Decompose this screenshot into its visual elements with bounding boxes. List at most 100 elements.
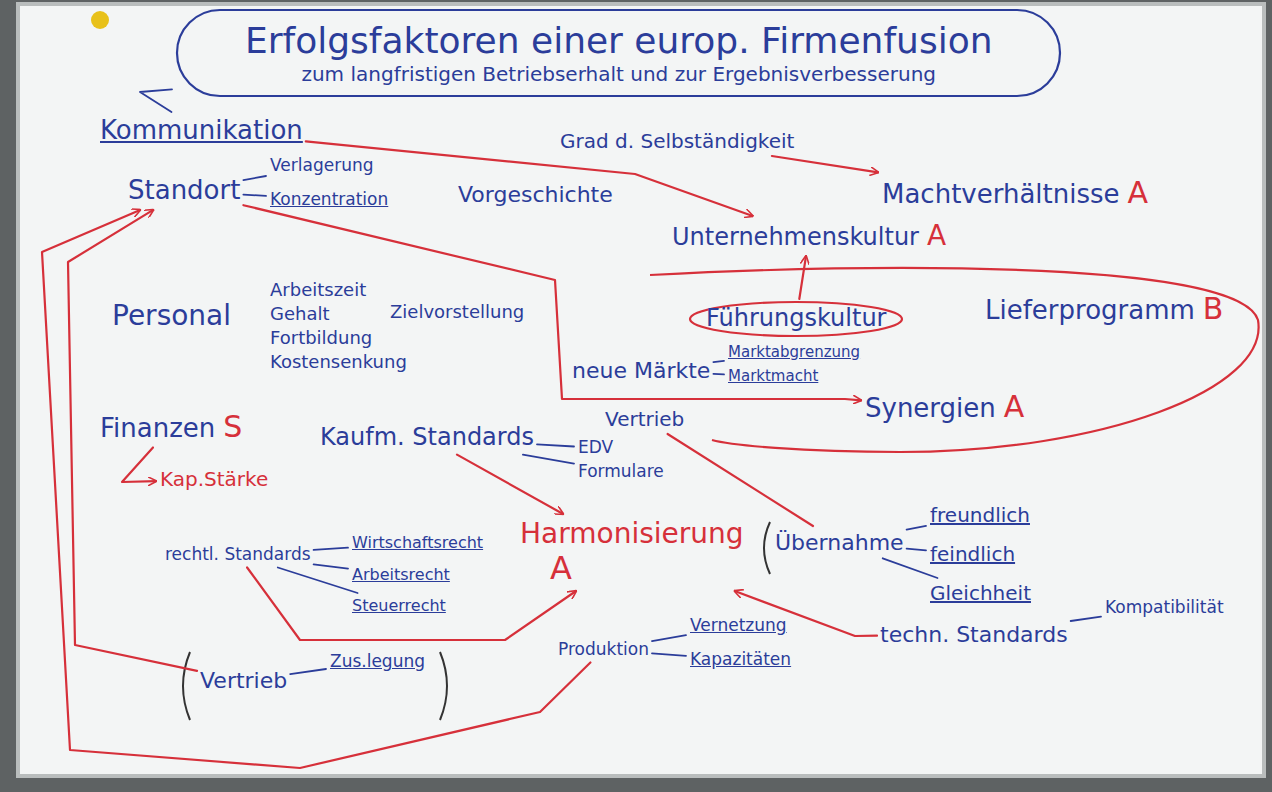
node-text: Steuerrecht: [352, 596, 446, 615]
bracket: [440, 652, 447, 720]
mindmap-node: neue Märkte: [572, 358, 710, 383]
branch-line: [278, 568, 358, 594]
node-text: neue Märkte: [572, 358, 710, 383]
node-text: Kompatibilität: [1105, 597, 1224, 617]
mindmap-node: Standort: [128, 176, 240, 206]
mindmap-node: LieferprogrammB: [985, 292, 1223, 327]
branch-line: [883, 558, 938, 578]
branch-line: [652, 635, 686, 641]
mindmap-node: MachtverhältnisseA: [882, 176, 1148, 211]
mindmap-node: Steuerrecht: [352, 597, 446, 615]
circled-node: Führungskultur: [690, 302, 902, 336]
node-text: techn. Standards: [880, 622, 1068, 647]
node-text: Arbeitsrecht: [352, 565, 450, 584]
node-text: Marktmacht: [728, 367, 818, 385]
mindmap-node: Synergien A: [865, 390, 1024, 425]
influence-arrow: [457, 455, 563, 514]
node-text: Lieferprogramm: [985, 295, 1195, 325]
influence-arrow: [799, 256, 806, 299]
node-text: Harmonisierung: [520, 517, 744, 550]
mindmap-node: Fortbildung: [270, 328, 372, 349]
branch-line: [243, 195, 266, 196]
mindmap-node: Personal: [112, 300, 231, 332]
mindmap-node: Unternehmenskultur A: [672, 220, 946, 252]
node-text: freundlich: [930, 503, 1030, 527]
node-text: Unternehmenskultur: [672, 223, 919, 251]
mindmap-node: Arbeitszeit: [270, 280, 366, 301]
mindmap-node: Vertrieb: [605, 408, 684, 431]
node-text: Vertrieb: [200, 668, 287, 693]
mindmap-node: Arbeitsrecht: [352, 566, 450, 584]
priority-mark: A: [1004, 389, 1025, 424]
branch-line: [314, 548, 348, 550]
mindmap-node: feindlich: [930, 543, 1015, 566]
branch-line: [713, 373, 724, 375]
node-text: Synergien: [865, 393, 996, 423]
mindmap-node: Gleichheit: [930, 582, 1031, 605]
node-text: Gleichheit: [930, 581, 1031, 605]
node-text: Kostensenkung: [270, 351, 407, 372]
mindmap-node: Vertrieb: [200, 668, 287, 693]
mindmap-node: Verlagerung: [270, 156, 373, 176]
node-text: Übernahme: [775, 530, 904, 555]
node-text: Finanzen: [100, 413, 215, 443]
mindmap-node: Zus.legung: [330, 652, 425, 672]
influence-arrow: [122, 448, 156, 483]
branch-line: [1071, 617, 1101, 621]
mindmap-node: Kommunikation: [100, 116, 303, 146]
node-text: feindlich: [930, 542, 1015, 566]
node-text: Grad d. Selbständigkeit: [560, 129, 794, 153]
mindmap-node: HarmonisierungA: [520, 518, 744, 587]
mindmap-node: Produktion: [558, 640, 649, 660]
mindmap-node: Konzentration: [270, 190, 388, 210]
node-text: Zielvorstellung: [390, 301, 524, 322]
mindmap-node: Vorgeschichte: [458, 182, 613, 207]
mindmap-node: Kostensenkung: [270, 352, 407, 373]
mindmap-node: Zielvorstellung: [390, 302, 524, 323]
node-text: Fortbildung: [270, 327, 372, 348]
title-oval: Erfolgsfaktoren einer europ. Firmenfusio…: [175, 8, 1062, 98]
node-text: Machtverhältnisse: [882, 179, 1120, 209]
branch-line: [523, 455, 574, 464]
node-text: Verlagerung: [270, 155, 373, 175]
node-text: Standort: [128, 175, 240, 205]
mindmap-node: FinanzenS: [100, 410, 242, 445]
branch-line: [537, 444, 574, 446]
mindmap-node: techn. Standards: [880, 622, 1068, 647]
node-text: Konzentration: [270, 189, 388, 209]
branch-line: [290, 669, 326, 674]
node-text: Gehalt: [270, 303, 330, 324]
branch-line: [713, 361, 724, 362]
bracket: [764, 522, 770, 574]
branch-line: [907, 526, 926, 530]
node-text: Personal: [112, 299, 231, 332]
magnet-dot: [91, 11, 109, 29]
mindmap-node: Kaufm. Standards: [320, 424, 534, 452]
influence-arrow: [772, 156, 878, 172]
node-text: Zus.legung: [330, 651, 425, 671]
node-text: Vernetzung: [690, 615, 787, 635]
priority-mark: A: [927, 219, 946, 252]
branch-line: [652, 653, 686, 656]
node-text: EDV: [578, 437, 613, 457]
node-text: Vertrieb: [605, 407, 684, 431]
mindmap-node: Formulare: [578, 462, 664, 482]
mindmap-node: Vernetzung: [690, 616, 787, 636]
node-text: Kapazitäten: [690, 649, 791, 669]
mindmap-node: EDV: [578, 438, 613, 458]
mindmap-node: Wirtschaftsrecht: [352, 534, 483, 552]
mindmap-node: rechtl. Standards: [165, 545, 311, 565]
title-text: Erfolgsfaktoren einer europ. Firmenfusio…: [245, 20, 992, 61]
board-surface: [18, 4, 1264, 776]
node-text: Führungskultur: [706, 304, 886, 332]
node-text: Produktion: [558, 639, 649, 659]
node-text: Formulare: [578, 461, 664, 481]
mindmap-node: Gehalt: [270, 304, 330, 325]
mindmap-node: Marktabgrenzung: [728, 344, 860, 361]
branch-line: [243, 176, 266, 180]
mindmap-node: Marktmacht: [728, 368, 818, 385]
influence-arrow: [42, 210, 590, 768]
node-text: Arbeitszeit: [270, 279, 366, 300]
mindmap-node: freundlich: [930, 504, 1030, 527]
